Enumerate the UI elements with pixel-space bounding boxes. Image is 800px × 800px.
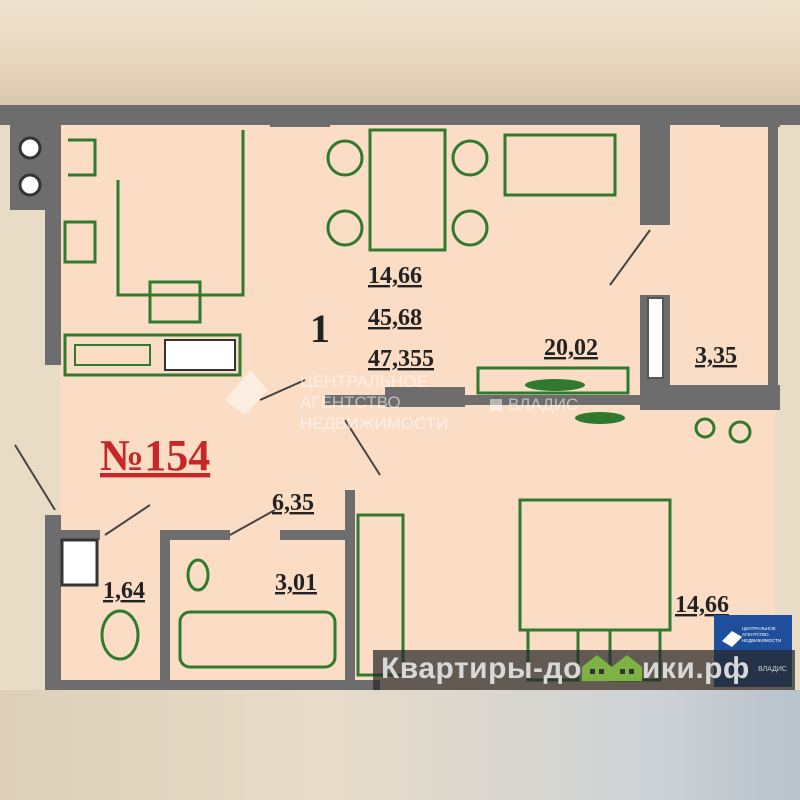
apartment-number: №154 — [100, 431, 210, 480]
appliance — [164, 339, 236, 371]
banner-text-end: ики.рф — [641, 652, 750, 685]
watermark-line: АГЕНТСТВО — [300, 393, 401, 412]
bedroom-area-label: 14,66 — [675, 592, 729, 618]
living-room-area-label: 20,02 — [544, 335, 598, 361]
tv-stand — [476, 366, 630, 395]
kitchen-counter — [68, 130, 245, 297]
door-swing — [609, 229, 651, 286]
watermark-line: ЦЕНТРАЛЬНОЕ — [300, 372, 428, 391]
houses-icon — [581, 655, 642, 681]
rooms-count: 1 — [310, 306, 330, 351]
bathroom-area-label: 3,01 — [275, 570, 317, 596]
logo-small-brand: ВЛАДИС — [758, 666, 787, 673]
wardrobe — [63, 333, 242, 377]
boiler — [60, 538, 99, 587]
chair-icon — [326, 139, 489, 247]
logo-text: ЦЕНТРАЛЬНОЕ АГЕНТСТВО НЕДВИЖИМОСТИ — [742, 626, 782, 643]
living-area-label: 45,68 — [368, 305, 422, 331]
wall-balcony-upper — [640, 125, 670, 225]
dining-table — [368, 128, 447, 252]
washbasin — [186, 558, 210, 592]
kitchen-area-label: 14,66 — [368, 263, 422, 289]
watermark-line: НЕДВИЖИМОСТИ — [300, 414, 448, 433]
radiator-icon — [74, 344, 151, 366]
door-swing — [259, 379, 306, 401]
blurred-background-bottom — [0, 690, 800, 800]
bathtub — [178, 610, 337, 669]
balcony-area-label: 3,35 — [695, 343, 737, 369]
wall-right — [768, 125, 778, 395]
watermark-brand: ВЛАДИС — [508, 395, 578, 414]
wc-area-label: 1,64 — [103, 578, 145, 604]
balcony-door — [647, 297, 664, 379]
total-area-label: 47,355 — [368, 346, 434, 372]
wall-left-lower — [45, 515, 61, 690]
brand-icon — [490, 399, 502, 411]
sofa — [503, 133, 617, 197]
door-swing — [229, 509, 276, 536]
wall-balcony-bottom — [640, 385, 780, 410]
window-top — [270, 105, 330, 127]
blurred-background-top — [0, 0, 800, 108]
tv-icon — [575, 412, 625, 424]
agency-logo-icon — [225, 370, 268, 415]
agency-logo-icon — [722, 631, 742, 647]
window-top-right — [720, 105, 780, 127]
wall-bath-top2 — [280, 530, 350, 540]
sink-icon — [63, 220, 97, 264]
wall-wc-bath — [160, 530, 170, 680]
stove-icon — [18, 136, 42, 197]
kitchen-cabinet — [148, 280, 202, 324]
agency-watermark: ЦЕНТРАЛЬНОЕ АГЕНТСТВО НЕДВИЖИМОСТИ ВЛАДИ… — [225, 370, 578, 433]
bed — [518, 498, 672, 632]
wall-bath-right — [345, 490, 355, 680]
wall-bath-top — [160, 530, 230, 540]
wall-living-bedroom — [325, 395, 640, 405]
wall-top — [0, 105, 800, 125]
hall-area-label: 6,35 — [272, 490, 314, 516]
tv-icon — [525, 379, 585, 391]
wall-bottom — [60, 680, 380, 690]
door-swing — [344, 419, 381, 476]
wall-wc-top — [60, 530, 100, 540]
door-swing — [104, 504, 151, 536]
toilet-icon — [100, 609, 140, 661]
plant-icon — [694, 417, 752, 444]
wall-block — [385, 387, 465, 407]
door-swing — [14, 444, 56, 511]
site-banner: Квартиры-до ики.рф ВЛАДИС — [373, 650, 795, 690]
banner-text-start: Квартиры-до — [381, 652, 582, 685]
